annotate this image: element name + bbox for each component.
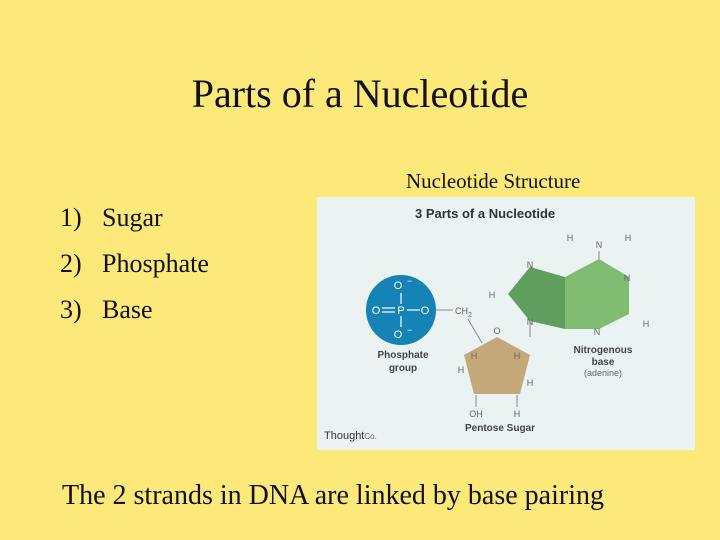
list-label: Phosphate bbox=[102, 249, 209, 278]
phosphate-o-right: O bbox=[421, 305, 430, 317]
base-label: (adenine) bbox=[584, 368, 622, 378]
sugar-pentagon bbox=[464, 337, 530, 394]
list-item: 3) Base bbox=[60, 290, 209, 336]
base-label: base bbox=[592, 357, 615, 368]
base-h: H bbox=[567, 233, 574, 243]
base-n: N bbox=[527, 317, 534, 327]
phosphate-o-top-charge: − bbox=[407, 276, 412, 286]
base-h: H bbox=[643, 319, 650, 329]
bond-line bbox=[467, 318, 483, 344]
sugar-label: Pentose Sugar bbox=[465, 423, 535, 434]
sugar-h: H bbox=[471, 351, 478, 361]
nucleotide-svg: 3 Parts of a Nucleotide O − O P O O − Ph… bbox=[324, 206, 650, 442]
list-label: Base bbox=[102, 295, 153, 324]
phosphate-o-bottom-charge: − bbox=[407, 325, 412, 335]
parts-list: 1) Sugar 2) Phosphate 3) Base bbox=[60, 198, 209, 336]
list-number: 2) bbox=[60, 249, 82, 278]
phosphate-o-top: O bbox=[394, 280, 403, 292]
sugar-o-ring: O bbox=[493, 326, 500, 336]
phosphate-label: group bbox=[389, 363, 417, 374]
bottom-text: The 2 strands in DNA are linked by base … bbox=[62, 480, 604, 511]
phosphate-label: Phosphate bbox=[377, 350, 429, 361]
base-n: N bbox=[624, 273, 631, 283]
base-n: N bbox=[596, 240, 603, 250]
sugar-oh: OH bbox=[469, 409, 483, 419]
list-label: Sugar bbox=[102, 203, 163, 232]
sugar-h: H bbox=[458, 365, 465, 375]
figure-caption: Nucleotide Structure bbox=[406, 169, 581, 193]
list-item: 2) Phosphate bbox=[60, 244, 209, 290]
credit-logo: ThoughtCo. bbox=[324, 430, 377, 442]
base-label: Nitrogenous bbox=[574, 345, 633, 356]
slide-title: Parts of a Nucleotide bbox=[191, 71, 529, 116]
sugar-h: H bbox=[514, 351, 521, 361]
diagram-heading: 3 Parts of a Nucleotide bbox=[415, 206, 555, 221]
ch2-label: CH2 bbox=[455, 306, 472, 319]
phosphate-o-left: O bbox=[372, 305, 381, 317]
nucleotide-diagram: 3 Parts of a Nucleotide O − O P O O − Ph… bbox=[317, 197, 695, 450]
sugar-h: H bbox=[527, 378, 534, 388]
base-pentagon bbox=[508, 267, 565, 329]
list-number: 3) bbox=[60, 295, 82, 324]
phosphate-circle bbox=[366, 275, 436, 345]
list-item: 1) Sugar bbox=[60, 198, 209, 244]
base-n: N bbox=[527, 260, 534, 270]
base-n: N bbox=[594, 327, 601, 337]
phosphate-p: P bbox=[397, 305, 404, 317]
base-hexagon bbox=[565, 259, 629, 329]
list-number: 1) bbox=[60, 203, 82, 232]
base-h: H bbox=[625, 233, 632, 243]
phosphate-o-bottom: O bbox=[394, 329, 403, 341]
sugar-h: H bbox=[514, 409, 521, 419]
base-h: H bbox=[489, 290, 496, 300]
